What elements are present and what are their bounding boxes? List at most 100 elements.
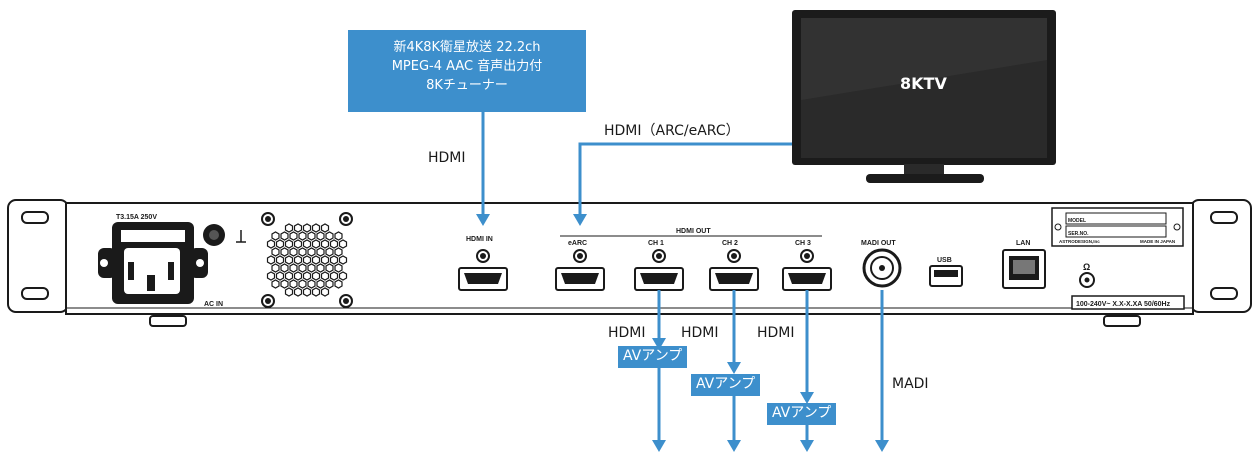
fan-grille-cell — [289, 263, 298, 273]
hdmi-port — [555, 267, 605, 291]
fan-grille-cell — [266, 239, 276, 249]
rating-plate — [1071, 295, 1185, 310]
fan-grille-cell — [320, 255, 330, 265]
tv-label: 8KTV — [900, 74, 947, 93]
panel-screws — [261, 212, 814, 308]
fan-grille-cell — [266, 271, 276, 281]
fan-grille-cell — [307, 231, 316, 241]
fan-grille-cell — [302, 287, 312, 297]
fan-grille-cell — [302, 239, 312, 249]
ac-in-label: AC IN — [204, 301, 223, 308]
fuse-holder — [203, 224, 246, 246]
ch1-connection-label: HDMI — [608, 325, 646, 341]
fan-grille-cell — [311, 287, 321, 297]
fan-grille-cell — [325, 263, 334, 273]
fan-grille-cell — [284, 287, 294, 297]
screw — [652, 249, 666, 263]
screw — [800, 249, 814, 263]
tuner-line-2: MPEG-4 AAC 音声出力付 — [391, 59, 543, 74]
fan-grille-cell — [293, 239, 303, 249]
fan-grille-cell — [284, 271, 294, 281]
arrowheads — [476, 214, 889, 452]
tuner-line-1: 新4K8K衛星放送 22.2ch — [393, 40, 541, 55]
connection-lines — [481, 112, 884, 440]
fan-grille-cell — [280, 263, 289, 273]
fan-grille-cell — [307, 279, 316, 289]
tuner-box: 新4K8K衛星放送 22.2ch MPEG-4 AAC 音声出力付 8Kチューナ… — [348, 30, 586, 112]
fan-grille-cell — [325, 247, 334, 257]
ch3-port-label: CH 3 — [795, 240, 811, 247]
fan-grille-cell — [271, 247, 280, 257]
hdmi-in-port-label: HDMI IN — [466, 236, 493, 243]
fan-grille-cell — [307, 247, 316, 257]
fan-grille-cell — [280, 231, 289, 241]
screw — [339, 212, 353, 226]
hdmi-port — [709, 267, 759, 291]
av-amp-ch2: AVアンプ — [691, 374, 761, 396]
fan-grille-cell — [311, 239, 321, 249]
fan-grille-cell — [280, 279, 289, 289]
fan-grille-cell — [307, 263, 316, 273]
fan-grille-cell — [320, 271, 330, 281]
fan-grille-cell — [316, 279, 325, 289]
fan-grille-cell — [289, 231, 298, 241]
fan-grille-cell — [284, 255, 294, 265]
fan-grille-cell — [316, 231, 325, 241]
hdmi-port — [458, 267, 508, 291]
earc-port-label: eARC — [568, 240, 587, 247]
madi-connection-label: MADI — [892, 376, 929, 392]
fan-grille-cell — [302, 223, 312, 233]
fan-grille-cell — [325, 231, 334, 241]
fan-grille-cell — [293, 287, 303, 297]
fan-grille-cell — [289, 247, 298, 257]
av-amp-ch1: AVアンプ — [618, 346, 688, 368]
fan-grille — [266, 223, 348, 297]
fan-grille-cell — [298, 247, 307, 257]
fan-grille-cell — [320, 287, 330, 297]
ch3-connection-label: HDMI — [757, 325, 795, 341]
madi-bnc-connector — [862, 248, 902, 288]
hdmi-port — [634, 267, 684, 291]
fan-grille-cell — [293, 223, 303, 233]
ch1-port-label: CH 1 — [648, 240, 664, 247]
fan-grille-cell — [329, 255, 339, 265]
ac-inlet — [98, 222, 208, 304]
fan-grille-cell — [275, 255, 285, 265]
fan-grille-cell — [320, 239, 330, 249]
fan-grille-cell — [334, 263, 343, 273]
fan-grille-cell — [284, 239, 294, 249]
fan-grille-cell — [271, 263, 280, 273]
hdmi-port — [782, 267, 832, 291]
fan-grille-cell — [338, 255, 348, 265]
fan-grille-cell — [271, 231, 280, 241]
usb-port-label: USB — [937, 257, 952, 264]
fan-grille-cell — [302, 271, 312, 281]
fan-grille-cell — [298, 279, 307, 289]
line-tv-to-earc — [578, 142, 792, 216]
madi-out-port-label: MADI OUT — [861, 240, 896, 247]
fan-grille-cell — [266, 255, 276, 265]
hdmi-ports — [458, 267, 832, 291]
screw — [339, 294, 353, 308]
fan-grille-cell — [284, 223, 294, 233]
fan-grille-cell — [316, 263, 325, 273]
tuner-line-3: 8Kチューナー — [426, 78, 508, 93]
fan-grille-cell — [275, 271, 285, 281]
fan-grille-cell — [329, 239, 339, 249]
screw — [727, 249, 741, 263]
fan-grille-cell — [329, 271, 339, 281]
tv — [792, 10, 1056, 183]
ch2-connection-label: HDMI — [681, 325, 719, 341]
fan-grille-cell — [334, 231, 343, 241]
fan-grille-cell — [334, 247, 343, 257]
fan-grille-cell — [311, 271, 321, 281]
headphone-jack — [1079, 272, 1095, 288]
maker-label: ASTRODESIGN,Inc — [1059, 239, 1100, 244]
ch2-port-label: CH 2 — [722, 240, 738, 247]
fan-grille-cell — [293, 271, 303, 281]
fan-grille-cell — [316, 247, 325, 257]
lan-port — [1002, 249, 1046, 289]
tv-neck — [904, 164, 944, 174]
lan-port-label: LAN — [1016, 240, 1030, 247]
